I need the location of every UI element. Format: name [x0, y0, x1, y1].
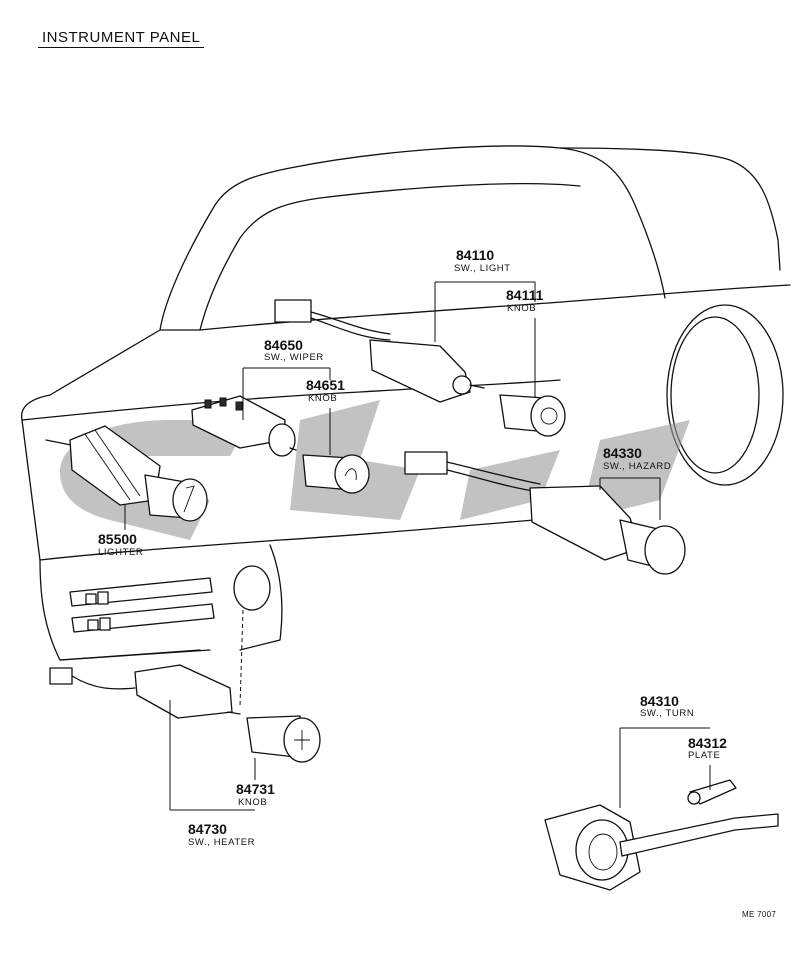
- hazard-switch-illustration: [404, 451, 686, 575]
- lighter-illustration: [45, 425, 208, 522]
- part-name-lighter: LIGHTER: [98, 547, 144, 558]
- diagram-title: INSTRUMENT PANEL: [38, 29, 205, 48]
- part-number-84110: 84110: [456, 247, 495, 263]
- part-name-wiper-knob: KNOB: [308, 393, 338, 404]
- part-name-light-knob: KNOB: [507, 303, 537, 314]
- part-number-84730: 84730: [188, 821, 227, 837]
- plate-illustration: [687, 779, 737, 805]
- part-number-84731: 84731: [236, 781, 275, 797]
- part-name-wiper-switch: SW., WIPER: [264, 352, 324, 363]
- part-number-84111: 84111: [506, 287, 544, 303]
- part-number-84310: 84310: [640, 693, 679, 709]
- part-name-heater-switch: SW., HEATER: [188, 837, 256, 848]
- part-number-84651: 84651: [306, 377, 345, 393]
- drawing-code: ME 7007: [742, 910, 777, 919]
- heater-control-slots: [69, 565, 271, 633]
- column-opening: [666, 304, 784, 486]
- wiper-knob-illustration: [302, 454, 370, 494]
- part-name-light-switch: SW., LIGHT: [454, 263, 511, 274]
- part-name-turn-switch: SW., TURN: [640, 708, 695, 719]
- part-name-heater-knob: KNOB: [238, 797, 268, 808]
- heater-switch-illustration: [49, 664, 241, 719]
- heater-knob-illustration: [246, 715, 321, 763]
- part-number-84312: 84312: [688, 735, 727, 751]
- part-number-84650: 84650: [264, 337, 303, 353]
- light-knob-illustration: [499, 394, 566, 437]
- dashboard-outline: [20, 145, 791, 661]
- turn-switch-illustration: [544, 804, 779, 891]
- leader-lines: [124, 281, 711, 811]
- part-name-hazard-switch: SW., HAZARD: [603, 461, 672, 472]
- part-number-84330: 84330: [603, 445, 642, 461]
- wiper-switch-illustration: [191, 395, 297, 457]
- part-name-plate: PLATE: [688, 750, 721, 761]
- light-switch-illustration: [274, 299, 485, 403]
- part-number-85500: 85500: [98, 531, 137, 547]
